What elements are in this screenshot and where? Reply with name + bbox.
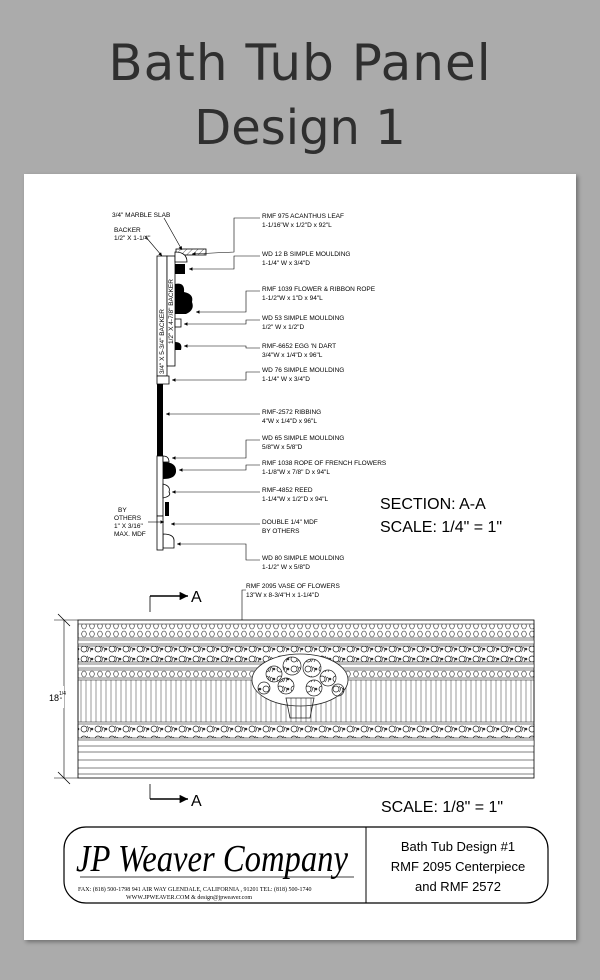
page-title-line-1: Bath Tub Panel <box>108 34 492 92</box>
height-dimension: 18 1/4 " <box>48 613 78 785</box>
callout-mdf: DOUBLE 1/4" MDF BY OTHERS <box>171 519 318 535</box>
company-logo: JP Weaver Company <box>76 838 348 880</box>
svg-text:5/8"W x 5/8"D: 5/8"W x 5/8"D <box>262 444 303 451</box>
svg-text:1/4: 1/4 <box>59 691 66 697</box>
svg-text:RMF-4852 REED: RMF-4852 REED <box>262 487 313 494</box>
svg-text:WD 65 SIMPLE MOULDING: WD 65 SIMPLE MOULDING <box>262 435 344 442</box>
wd80-profile <box>162 533 175 549</box>
svg-text:RMF 1039 FLOWER & RIBBON ROPE: RMF 1039 FLOWER & RIBBON ROPE <box>262 286 376 293</box>
section-scale: SCALE: 1/4" = 1" <box>380 519 502 536</box>
vertical-backer-label-1: 3/4" X 5-3/4" BACKER <box>159 309 166 374</box>
svg-text:RMF 975 ACANTHUS LEAF: RMF 975 ACANTHUS LEAF <box>262 213 344 220</box>
section-marker-top: A <box>149 589 202 612</box>
flower-ribbon-rope-profile <box>175 283 193 314</box>
svg-text:1-1/4" W x 3/4"D: 1-1/4" W x 3/4"D <box>262 260 310 267</box>
wd65-profile <box>162 455 170 463</box>
vertical-backer-label-2: 1/2" X 4-7/8" BACKER <box>168 279 175 344</box>
section-marker-bottom: A <box>149 784 202 810</box>
by-others-label-2: OTHERS <box>114 515 142 522</box>
vase-label-1: RMF 2095 VASE OF FLOWERS <box>246 583 340 590</box>
svg-text:RMF 1038 ROPE OF FRENCH FLOWER: RMF 1038 ROPE OF FRENCH FLOWERS <box>262 460 387 467</box>
title-block-line-3: and RMF 2572 <box>415 879 501 894</box>
section-drawing: 3/4" X 5-3/4" BACKER 1/2" X 4-7/8" BACKE… <box>156 248 207 551</box>
vase-of-flowers-centerpiece <box>251 653 349 719</box>
drawing-sheet: 3/4" X 5-3/4" BACKER 1/2" X 4-7/8" BACKE… <box>24 174 576 940</box>
callout-french-flowers: RMF 1038 ROPE OF FRENCH FLOWERS 1-1/8"W … <box>179 460 387 476</box>
egg-dart-band <box>77 623 535 639</box>
wd76-profile <box>156 375 170 385</box>
svg-text:DOUBLE 1/4" MDF: DOUBLE 1/4" MDF <box>262 519 318 526</box>
reed-profile <box>162 483 171 499</box>
svg-text:18: 18 <box>49 693 59 703</box>
marble-slab-label: 3/4" MARBLE SLAB <box>112 212 170 219</box>
svg-text:WD 53 SIMPLE MOULDING: WD 53 SIMPLE MOULDING <box>262 315 344 322</box>
svg-text:A: A <box>191 589 202 606</box>
svg-text:1-1/2"W x 1"D x 94"L: 1-1/2"W x 1"D x 94"L <box>262 295 323 302</box>
callout-flower-ribbon: RMF 1039 FLOWER & RIBBON ROPE 1-1/2"W x … <box>196 286 376 314</box>
wd53-profile <box>174 318 182 328</box>
callout-ribbing: RMF-2572 RIBBING 4"W x 1/4"D x 96"L <box>166 409 321 425</box>
svg-text:A: A <box>191 793 202 810</box>
by-others-label-1: BY <box>118 507 127 514</box>
mdf-strip <box>165 502 169 516</box>
svg-text:WD 12 B SIMPLE MOULDING: WD 12 B SIMPLE MOULDING <box>262 251 351 258</box>
svg-text:1-1/8"W x 7/8" D x 94"L: 1-1/8"W x 7/8" D x 94"L <box>262 469 330 476</box>
elevation-scale: SCALE: 1/8" = 1" <box>381 799 503 816</box>
backer-label-1: BACKER <box>114 227 141 234</box>
flower-rope-band-bottom <box>77 723 535 739</box>
svg-text:1-1/2" W x 5/8"D: 1-1/2" W x 5/8"D <box>262 564 310 571</box>
french-flowers-profile <box>163 462 177 479</box>
company-address: FAX: (818) 500-1798 941 AIR WAY GLENDALE… <box>78 886 312 893</box>
svg-text:": " <box>60 698 62 704</box>
backer-label-2: 1/2" X 1-1/4" <box>114 235 151 242</box>
svg-text:1-1/4" W x 3/4"D: 1-1/4" W x 3/4"D <box>262 376 310 383</box>
callout-egg-dart: RMF-6652 EGG 'N DART 3/4"W x 1/4"D x 96"… <box>184 343 336 359</box>
callout-reed: RMF-4852 REED 1-1/4"W x 1/2"D x 94"L <box>172 487 329 503</box>
ribbing-profile <box>157 384 163 456</box>
title-block-line-2: RMF 2095 Centerpiece <box>391 859 525 874</box>
vase-body <box>285 697 315 719</box>
company-web: WWW.JPWEAVER.COM & design@jpweaver.com <box>126 895 252 901</box>
svg-text:4"W x 1/4"D x 96"L: 4"W x 1/4"D x 96"L <box>262 418 317 425</box>
section-title: SECTION: A-A <box>380 496 486 513</box>
svg-text:WD 76 SIMPLE MOULDING: WD 76 SIMPLE MOULDING <box>262 367 344 374</box>
wd12b-profile <box>175 264 185 274</box>
by-others-label-3: 1" X 3/16" <box>114 523 144 530</box>
svg-text:RMF-2572 RIBBING: RMF-2572 RIBBING <box>262 409 321 416</box>
acanthus-leaf-profile <box>174 251 188 263</box>
callout-wd76: WD 76 SIMPLE MOULDING 1-1/4" W x 3/4"D <box>172 367 344 383</box>
callout-wd80: WD 80 SIMPLE MOULDING 1-1/2" W x 5/8"D <box>177 542 344 571</box>
svg-text:BY OTHERS: BY OTHERS <box>262 528 300 535</box>
base-layer <box>156 515 164 551</box>
svg-text:1-1/16"W x 1/2"D x 92"L: 1-1/16"W x 1/2"D x 92"L <box>262 222 332 229</box>
title-block: JP Weaver Company FAX: (818) 500-1798 94… <box>63 826 549 904</box>
callout-wd65: WD 65 SIMPLE MOULDING 5/8"W x 5/8"D <box>172 435 344 460</box>
callout-acanthus: RMF 975 ACANTHUS LEAF 1-1/16"W x 1/2"D x… <box>191 213 344 256</box>
svg-text:1/2" W x 1/2"D: 1/2" W x 1/2"D <box>262 324 304 331</box>
svg-text:WD 80 SIMPLE MOULDING: WD 80 SIMPLE MOULDING <box>262 555 344 562</box>
egg-dart-profile <box>175 342 182 350</box>
page-title-line-2: Design 1 <box>194 100 406 156</box>
by-others-label-4: MAX. MDF <box>114 531 146 538</box>
svg-text:RMF-6652 EGG 'N DART: RMF-6652 EGG 'N DART <box>262 343 336 350</box>
drawing-svg: 3/4" X 5-3/4" BACKER 1/2" X 4-7/8" BACKE… <box>48 212 549 904</box>
svg-text:1-1/4"W x 1/2"D x 94"L: 1-1/4"W x 1/2"D x 94"L <box>262 496 329 503</box>
title-block-line-1: Bath Tub Design #1 <box>401 839 515 854</box>
vase-label-2: 13"W x 8-3/4"H x 1-1/4"D <box>246 592 319 599</box>
callout-wd12b: WD 12 B SIMPLE MOULDING 1-1/4" W x 3/4"D <box>189 251 351 271</box>
callouts: RMF 975 ACANTHUS LEAF 1-1/16"W x 1/2"D x… <box>166 213 387 571</box>
callout-wd53: WD 53 SIMPLE MOULDING 1/2" W x 1/2"D <box>184 315 344 331</box>
svg-text:3/4"W x 1/4"D x 96"L: 3/4"W x 1/4"D x 96"L <box>262 352 323 359</box>
mdf-layer <box>156 455 164 517</box>
